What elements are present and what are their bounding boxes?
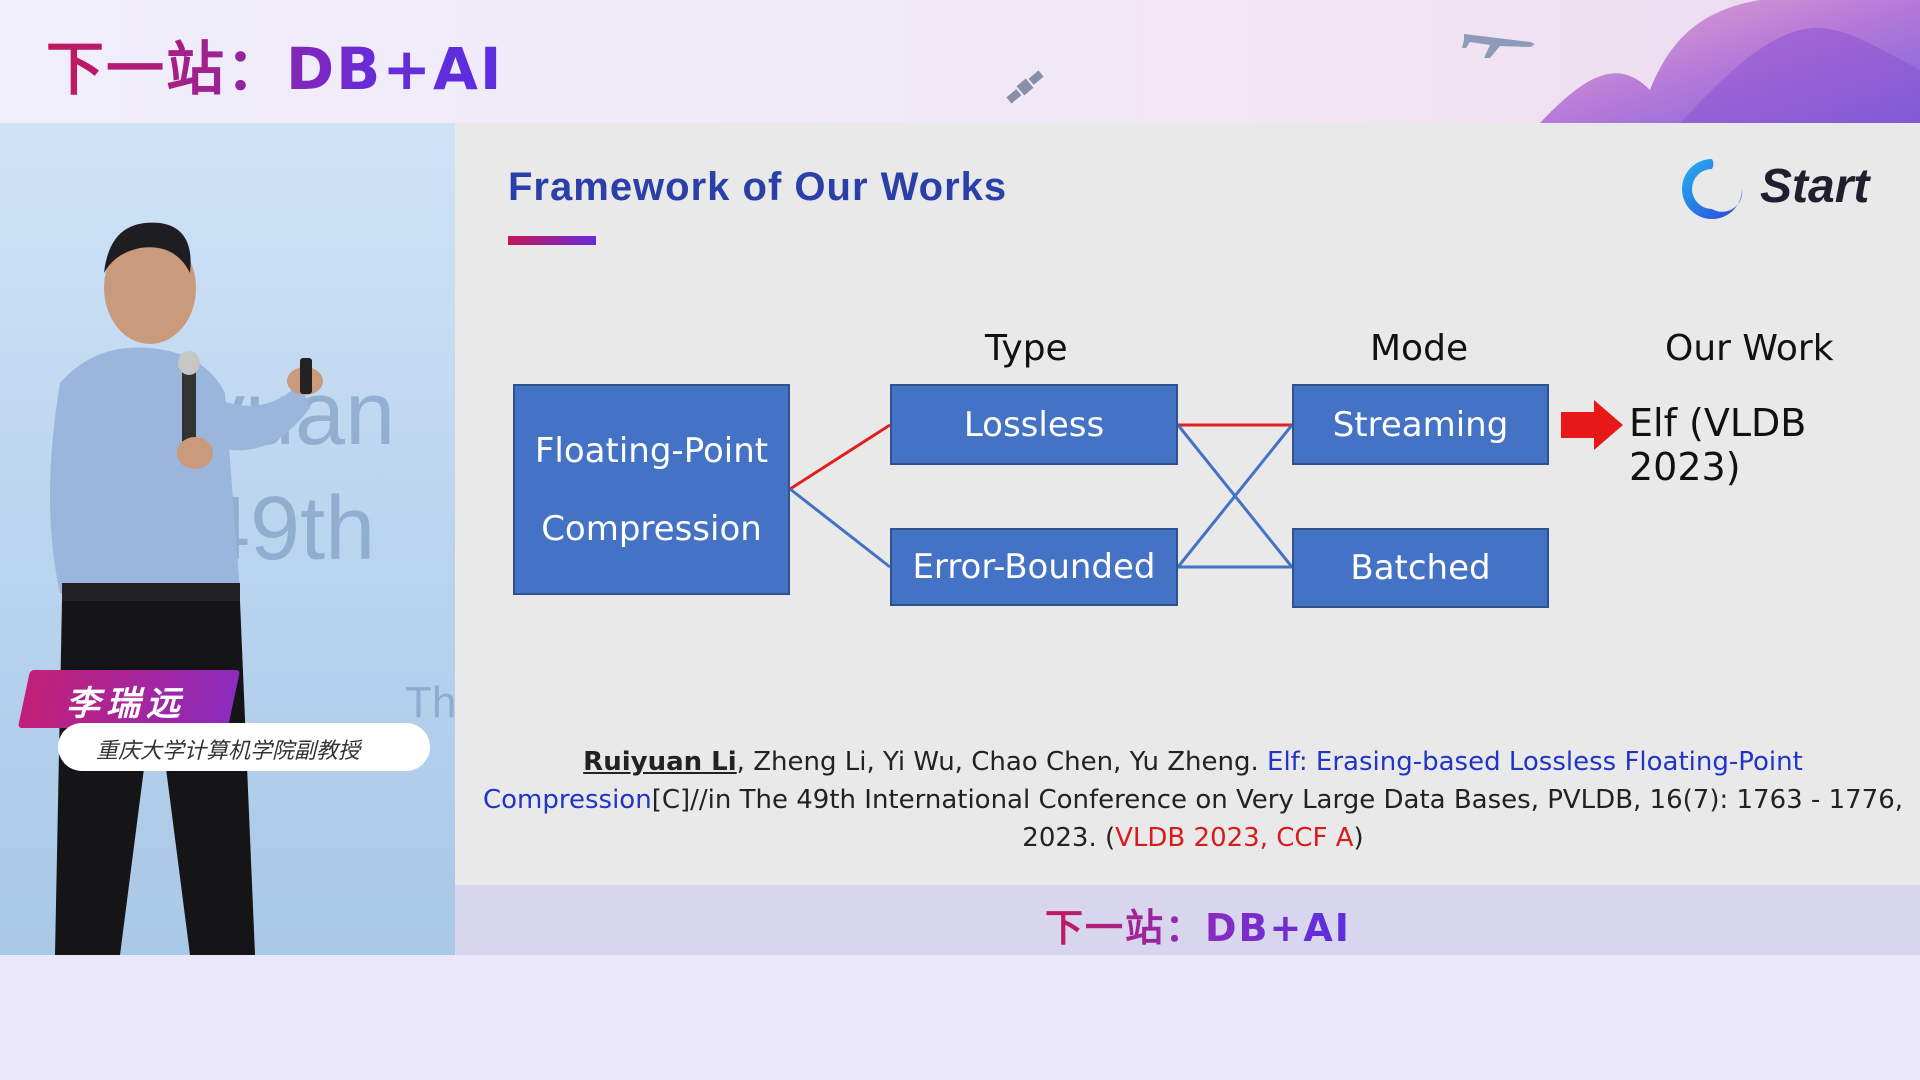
reference-close: ) (1353, 823, 1364, 853)
satellite-icon (1006, 70, 1044, 104)
column-header-our-work: Our Work (1665, 328, 1834, 369)
column-header-type: Type (985, 328, 1068, 369)
start-logo-icon (1682, 159, 1743, 219)
start-logo-text: Start (1760, 160, 1870, 213)
speaker-name: 李瑞远 (66, 684, 186, 724)
box-batched: Batched (1292, 528, 1549, 608)
bottom-banner-title: 下一站：DB+AI (1045, 897, 1351, 952)
box-root-line1: Floating-Point (534, 430, 769, 471)
speaker-silhouette (50, 222, 323, 955)
background-screen-text: Th (405, 678, 455, 727)
speaker-title: 重庆大学计算机学院副教授 (96, 739, 361, 764)
top-banner: 下一站：DB+AI (0, 0, 1920, 123)
reference-paper-title[interactable]: Elf: Erasing-based Lossless Floating-Poi… (482, 747, 1803, 815)
reference-details: [C]//in The 49th International Conferenc… (651, 785, 1904, 853)
speaker-title-card (58, 723, 430, 771)
box-error-bounded: Error-Bounded (890, 528, 1178, 606)
page-background (0, 955, 1920, 1080)
our-work-item: Elf (VLDB 2023) (1629, 401, 1807, 489)
slide-title: Framework of Our Works (508, 165, 1008, 209)
box-floating-point-compression: Floating-Point Compression (513, 384, 790, 595)
column-header-mode: Mode (1370, 328, 1469, 369)
bottom-banner: 下一站：DB+AI (455, 885, 1920, 955)
airplane-icon (1462, 34, 1534, 58)
box-lossless: Lossless (890, 384, 1178, 465)
diagram-connectors (789, 400, 1623, 569)
paper-reference: Ruiyuan Li, Zheng Li, Yi Wu, Chao Chen, … (473, 743, 1913, 857)
reference-author: Ruiyuan Li (583, 747, 737, 777)
mountains-illustration (1540, 0, 1920, 123)
reference-coauthors: , Zheng Li, Yi Wu, Chao Chen, Yu Zheng. (736, 747, 1268, 777)
box-streaming: Streaming (1292, 384, 1549, 465)
box-root-line2: Compression (541, 508, 762, 549)
speaker-video: yuan 49th Th 李瑞远 重庆大学计算机学院副教授 (0, 123, 455, 955)
presentation-slide: Framework of Our Works Start Type Mode O… (455, 123, 1920, 885)
title-underline (508, 236, 596, 245)
banner-title: 下一站：DB+AI (46, 22, 503, 106)
reference-venue: VLDB 2023, CCF A (1115, 823, 1354, 853)
